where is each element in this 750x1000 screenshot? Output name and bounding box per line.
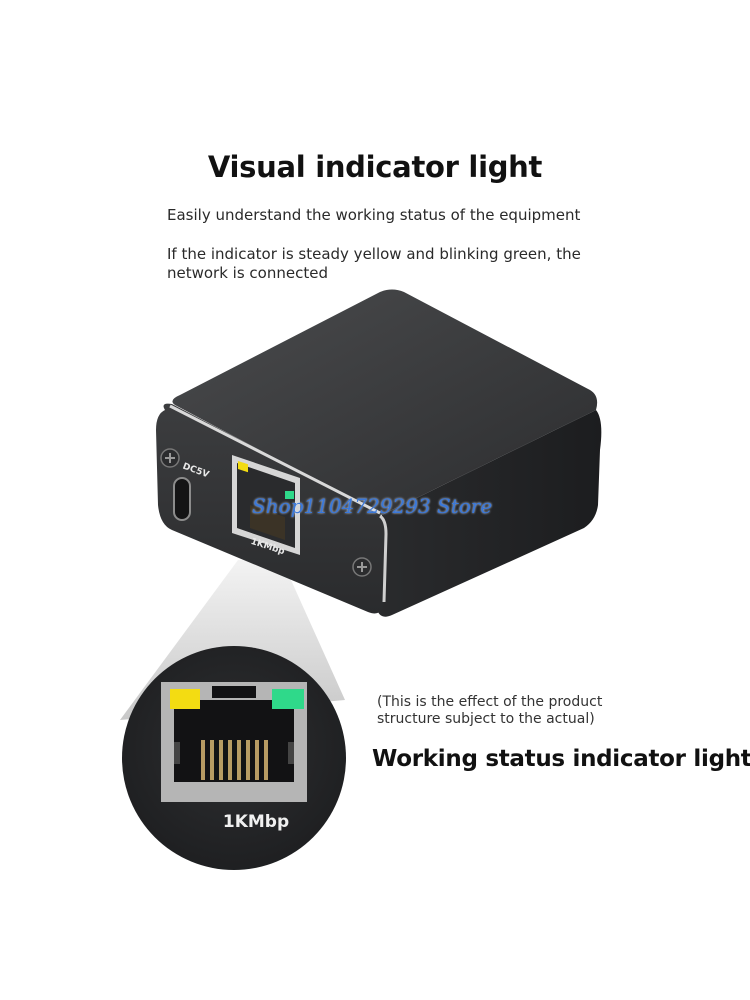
section-subtitle: Working status indicator light <box>372 746 750 772</box>
screw-icon <box>160 448 180 468</box>
rj45-port-zoomed <box>161 682 307 802</box>
led-green <box>272 689 304 709</box>
led-yellow <box>170 689 200 709</box>
disclaimer-note: (This is the effect of the product struc… <box>377 694 603 727</box>
page-title: Visual indicator light <box>207 150 543 184</box>
screw-icon <box>352 557 372 577</box>
usb-c-port <box>173 477 191 521</box>
store-watermark: Shop1104729293 Store <box>252 494 493 518</box>
description-line: Easily understand the working status of … <box>167 206 581 224</box>
device-side <box>376 410 602 617</box>
device-top <box>172 289 598 515</box>
description-indicator: If the indicator is steady yellow and bl… <box>167 245 581 282</box>
rj45-port <box>232 455 300 555</box>
zoomed-port-label: 1KMbp <box>222 812 290 832</box>
